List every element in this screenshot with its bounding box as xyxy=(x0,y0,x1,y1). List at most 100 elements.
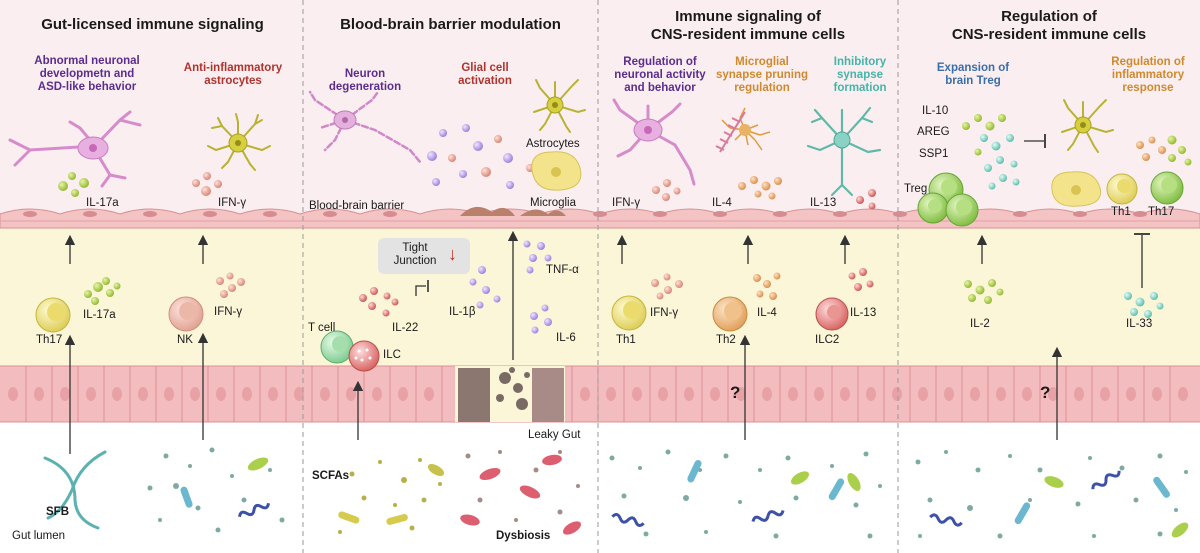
subtitle-inflammatory-response: Regulation of inflammatory response xyxy=(1100,56,1196,95)
subtitle-line: Microglial xyxy=(735,56,789,68)
title-line: Immune signaling of xyxy=(675,8,821,25)
title-line: CNS-resident immune cells xyxy=(650,26,846,43)
neuron-degeneration xyxy=(308,90,422,164)
label-il17a-top: IL-17a xyxy=(86,197,119,209)
subtitle-line: synapse pruning xyxy=(715,69,809,81)
microbes-panel-2 xyxy=(338,450,582,535)
ifng-cytokines-mid-2 xyxy=(651,273,683,300)
label-ifng-mid-2: IFN-γ xyxy=(650,307,679,319)
label-ilc: ILC xyxy=(383,349,401,361)
panel-title-regulation: Regulation of CNS-resident immune cells xyxy=(902,8,1196,44)
il17a-cytokines-top xyxy=(58,172,89,197)
microbes-panel-1 xyxy=(147,447,285,533)
il2-cytokines xyxy=(964,279,1004,304)
label-nk: NK xyxy=(177,334,193,346)
subtitle-glial-activation: Glial cell activation xyxy=(440,62,530,88)
microbes-panel-3 xyxy=(609,449,882,539)
label-il6: IL-6 xyxy=(556,332,576,344)
label-microglia: Microglia xyxy=(530,197,577,209)
panel-title-bbb: Blood-brain barrier modulation xyxy=(340,16,561,33)
subtitle-line: Abnormal neuronal xyxy=(34,55,140,67)
label-sfb: SFB xyxy=(46,506,69,518)
label-il1b: IL-1β xyxy=(449,306,476,318)
label-il4-top: IL-4 xyxy=(712,197,732,209)
decrease-arrow-icon: ↓ xyxy=(448,244,457,264)
il22-cytokines xyxy=(359,287,399,317)
panel-title-immune: Immune signaling of CNS-resident immune … xyxy=(602,8,894,44)
label-th2: Th2 xyxy=(716,334,736,346)
label-areg: AREG xyxy=(917,126,950,138)
label-il13-mid: IL-13 xyxy=(850,307,877,319)
subtitle-line: synapse xyxy=(836,69,884,81)
label-il10: IL-10 xyxy=(922,105,949,117)
label-il17a-mid: IL-17a xyxy=(83,309,116,321)
subtitle-line: Neuron xyxy=(344,68,386,80)
label-tight-junction: Tight Junction xyxy=(384,242,446,268)
il13-cytokines-mid xyxy=(848,268,874,291)
subtitle-line: developmetn and xyxy=(39,68,135,80)
label-tnfa: TNF-α xyxy=(546,264,579,276)
ilc-cell xyxy=(348,340,380,372)
il4-cytokines-mid xyxy=(753,272,781,300)
subtitle-line: response xyxy=(1122,82,1174,94)
label-ifng-top-2: IFN-γ xyxy=(612,197,641,209)
label-gut-lumen: Gut lumen xyxy=(12,530,66,542)
ifng-cytokines-top-1 xyxy=(192,172,222,196)
ifng-cytokines-mid-1 xyxy=(216,272,245,298)
inflammatory-cytokines-brain xyxy=(427,124,534,189)
label-il22: IL-22 xyxy=(392,322,419,334)
subtitle-line: regulation xyxy=(734,82,790,94)
label-ifng-top-1: IFN-γ xyxy=(218,197,247,209)
label-th17-brain: Th17 xyxy=(1148,206,1175,218)
subtitle-line: degeneration xyxy=(328,81,402,93)
subtitle-line: astrocytes xyxy=(204,75,262,87)
subtitle-inhibitory-synapse: Inhibitory synapse formation xyxy=(822,56,898,95)
label-ifng-mid-1: IFN-γ xyxy=(214,306,243,318)
il17a-cytokines-mid xyxy=(84,277,121,305)
il1b-cytokines xyxy=(469,266,501,309)
il33-cytokines xyxy=(1124,292,1164,318)
label-ilc2: ILC2 xyxy=(815,334,840,346)
label-blood-brain-barrier: Blood-brain barrier xyxy=(309,200,405,212)
tnfa-cytokines xyxy=(523,240,552,274)
gut-lumen-region xyxy=(0,420,1200,553)
label-scfas: SCFAs xyxy=(312,470,350,482)
subtitle-regulation-neuronal: Regulation of neuronal activity and beha… xyxy=(610,56,710,95)
subtitle-line: Glial cell xyxy=(461,62,509,74)
label-il2: IL-2 xyxy=(970,318,990,330)
synapse-marker xyxy=(715,111,746,153)
label-dysbiosis: Dysbiosis xyxy=(496,530,551,542)
label-line: Junction xyxy=(393,255,437,267)
subtitle-line: and behavior xyxy=(624,82,696,94)
subtitle-line: inflammatory xyxy=(1111,69,1185,81)
label-astrocytes: Astrocytes xyxy=(526,138,580,150)
tight-junction-box xyxy=(378,238,470,274)
inflammatory-cytokines-panel4 xyxy=(1136,135,1192,166)
ifng-cytokines-top-2 xyxy=(652,179,681,201)
panel-dividers xyxy=(302,0,899,553)
sfb-bacteria xyxy=(43,450,107,530)
subtitle-line: activation xyxy=(458,75,512,87)
title-line: CNS-resident immune cells xyxy=(951,26,1147,43)
label-th17: Th17 xyxy=(36,334,63,346)
subtitle-line: ASD-like behavior xyxy=(37,81,137,93)
subtitle-abnormal-neuronal: Abnormal neuronal developmetn and ASD-li… xyxy=(12,55,162,94)
title-line: Regulation of xyxy=(1001,8,1097,25)
il4-cytokines-top xyxy=(738,176,782,200)
label-il33: IL-33 xyxy=(1126,318,1153,330)
subtitle-expansion-treg: Expansion of brain Treg xyxy=(918,62,1028,88)
subtitle-microglial-pruning: Microglial synapse pruning regulation xyxy=(712,56,812,95)
subtitle-line: brain Treg xyxy=(945,75,1001,87)
subtitle-line: Regulation of xyxy=(1111,56,1185,68)
microglia-pruning xyxy=(721,107,771,151)
il10-areg-ssp1-cytokines xyxy=(962,114,1020,190)
gut-epithelium xyxy=(0,365,1200,423)
label-il4-mid: IL-4 xyxy=(757,307,777,319)
subtitle-line: formation xyxy=(833,82,887,94)
label-il13-top: IL-13 xyxy=(810,197,837,209)
il13-cytokines-top xyxy=(856,189,876,210)
label-ssp1: SSP1 xyxy=(919,148,949,160)
label-line: Tight xyxy=(402,242,428,254)
